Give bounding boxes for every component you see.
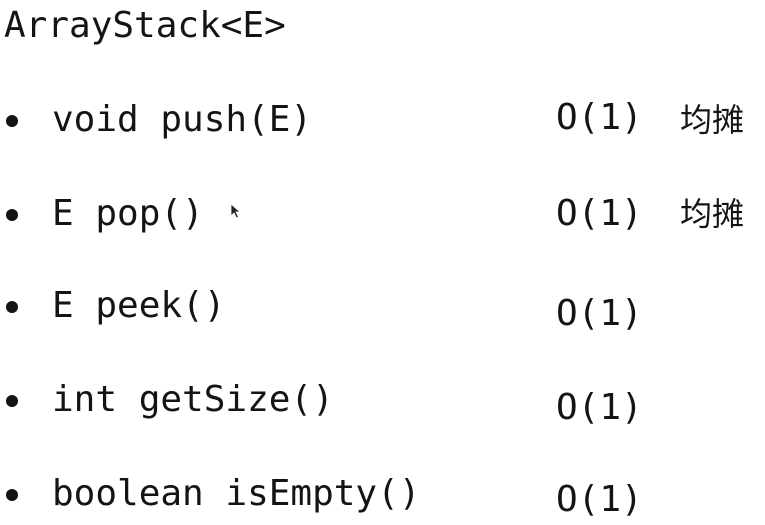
method-signature: E peek()	[52, 285, 226, 326]
list-item: boolean isEmpty() O(1)	[0, 470, 765, 520]
bullet-icon	[6, 115, 18, 127]
method-complexity: O(1)	[556, 479, 643, 520]
method-complexity: O(1)	[556, 193, 643, 234]
method-signature: E pop()	[52, 193, 204, 234]
bullet-icon	[6, 395, 18, 407]
bullet-icon	[6, 301, 18, 313]
method-complexity: O(1)	[556, 97, 643, 138]
list-item: int getSize() O(1)	[0, 376, 765, 428]
list-item: void push(E) O(1) 均摊	[0, 96, 765, 146]
bullet-icon	[6, 209, 18, 221]
method-complexity: O(1)	[556, 387, 643, 428]
bullet-icon	[6, 489, 18, 501]
complexity-note: 均摊	[680, 101, 745, 139]
list-item: E peek() O(1)	[0, 282, 765, 334]
list-item: E pop() O(1) 均摊	[0, 190, 765, 240]
complexity-note: 均摊	[680, 195, 745, 233]
page-title: ArrayStack<E>	[4, 5, 286, 46]
mouse-pointer-icon	[230, 203, 242, 219]
method-complexity: O(1)	[556, 293, 643, 334]
method-signature: boolean isEmpty()	[52, 473, 421, 514]
method-signature: int getSize()	[52, 379, 334, 420]
method-signature: void push(E)	[52, 99, 313, 140]
